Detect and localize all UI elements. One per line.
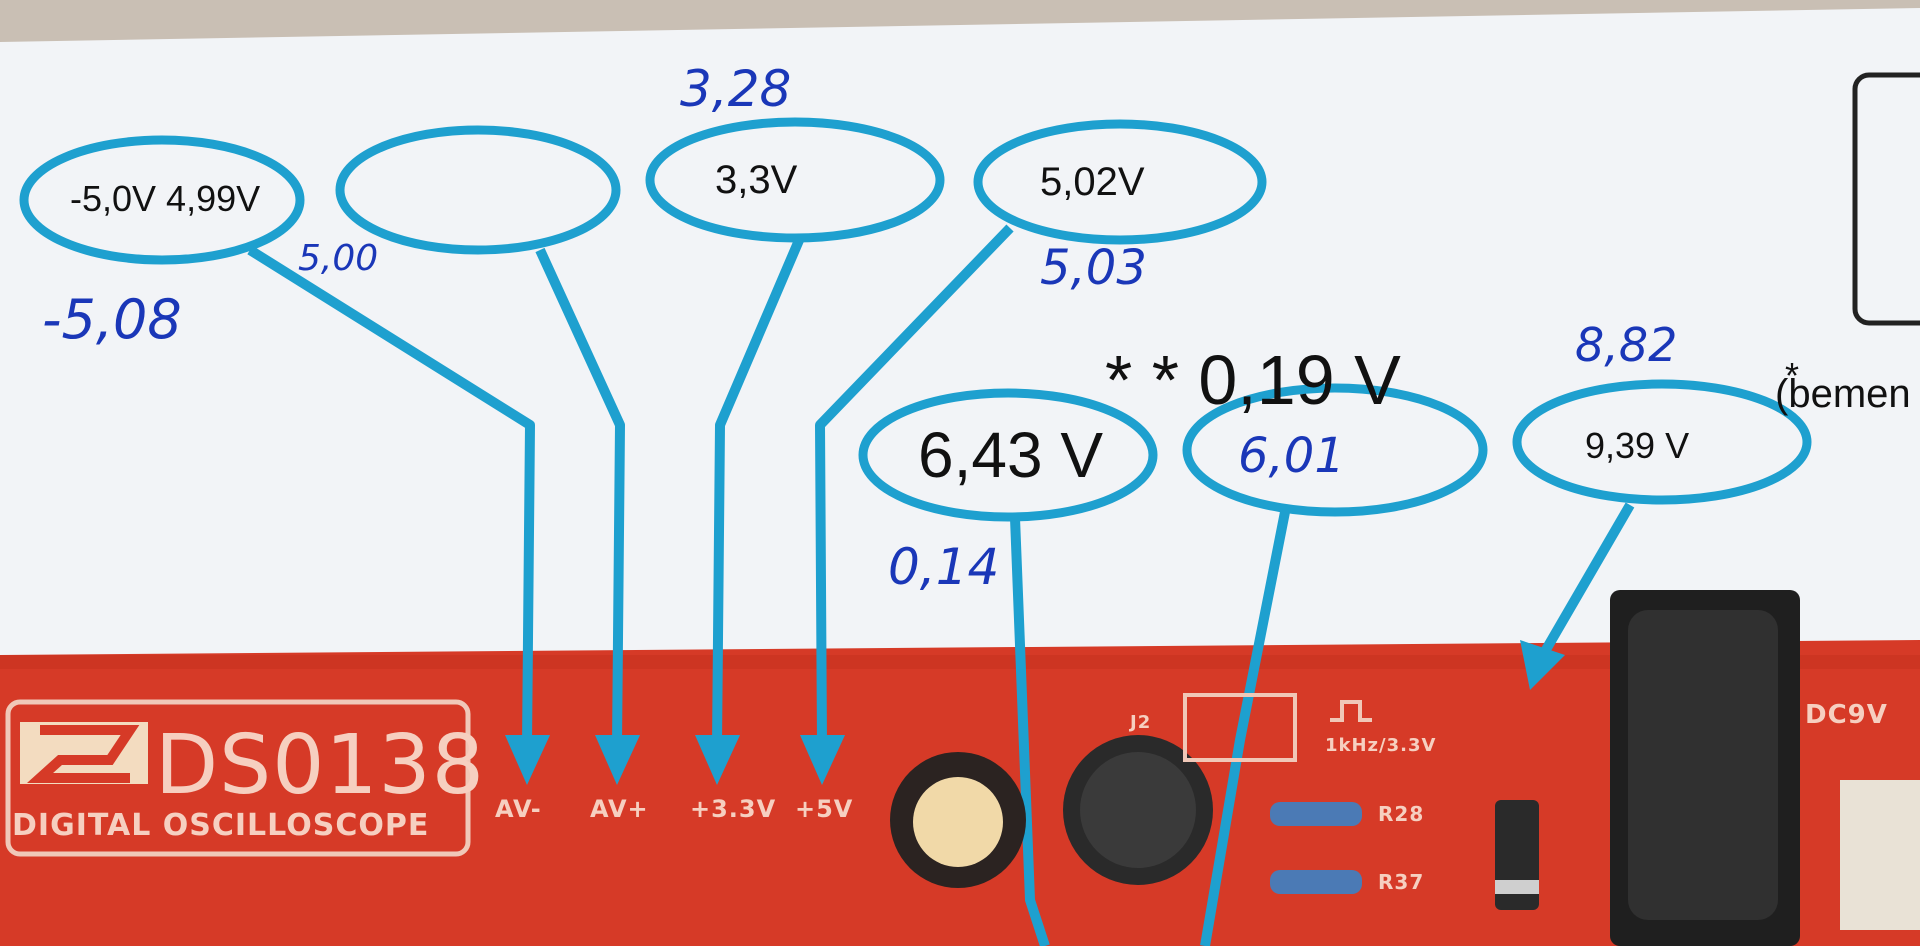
- paper-box: [1852, 72, 1920, 326]
- leader-6v01: [1200, 511, 1290, 946]
- arrow-heads: [505, 640, 1565, 785]
- label-av-minus: -5,0V 4,99V: [70, 178, 261, 219]
- leader-av-plus: [535, 247, 625, 746]
- label-5v: 5,02V: [1040, 160, 1145, 204]
- label-bemenet: (bemen: [1775, 372, 1911, 416]
- resistor-r37: [1270, 870, 1362, 894]
- label-0v19: * * 0,19 V: [1105, 341, 1401, 419]
- ellipse-av-minus: [19, 135, 305, 265]
- r28-label: R28: [1378, 802, 1425, 826]
- leader-3v3: [712, 236, 805, 746]
- connector: [1840, 780, 1920, 930]
- dc9v-label: DC9V: [1805, 700, 1888, 730]
- hand-6-01: 6,01: [1238, 428, 1345, 484]
- label-star: *: [1785, 355, 1800, 396]
- hand-5-03: 5,03: [1040, 240, 1147, 296]
- pin-av-plus: AV+: [590, 795, 649, 823]
- pin-5v: +5V: [795, 795, 854, 823]
- leader-av-minus: [247, 245, 535, 746]
- ellipse-6v43: [858, 388, 1158, 522]
- leader-6v43: [1010, 517, 1050, 946]
- square-wave-icon: [1330, 700, 1372, 722]
- hand-5-00: 5,00: [298, 238, 379, 279]
- leader-5v: [815, 224, 1014, 746]
- label-6v43: 6,43 V: [918, 419, 1104, 491]
- j2-label: J2: [1130, 712, 1152, 733]
- hand-0-14: 0,14: [888, 538, 1000, 596]
- board-subtitle: DIGITAL OSCILLOSCOPE: [12, 808, 430, 843]
- ellipse-av-plus: [335, 125, 621, 255]
- ellipse-5v: [973, 119, 1267, 245]
- hand-3-28: 3,28: [680, 60, 792, 118]
- hand-8-82: 8,82: [1575, 318, 1678, 372]
- hand-5-08: -5,08: [42, 288, 182, 351]
- freq-label: 1kHz/3.3V: [1325, 735, 1437, 756]
- leader-9v39: [1535, 502, 1635, 663]
- ellipse-9v39: [1512, 379, 1812, 505]
- pin-av-minus: AV-: [495, 795, 542, 823]
- leader-lines: [247, 224, 1635, 946]
- jumper-outline: [1183, 693, 1297, 762]
- label-3v3: 3,3V: [715, 158, 798, 202]
- logo-frame: [5, 699, 471, 857]
- resistor-r28: [1270, 802, 1362, 826]
- label-9v39: 9,39 V: [1585, 425, 1690, 466]
- board-title: DS0138: [155, 718, 485, 813]
- pin-3v3: +3.3V: [690, 795, 777, 823]
- ellipse-6v01: [1182, 383, 1488, 517]
- r37-label: R37: [1378, 870, 1425, 894]
